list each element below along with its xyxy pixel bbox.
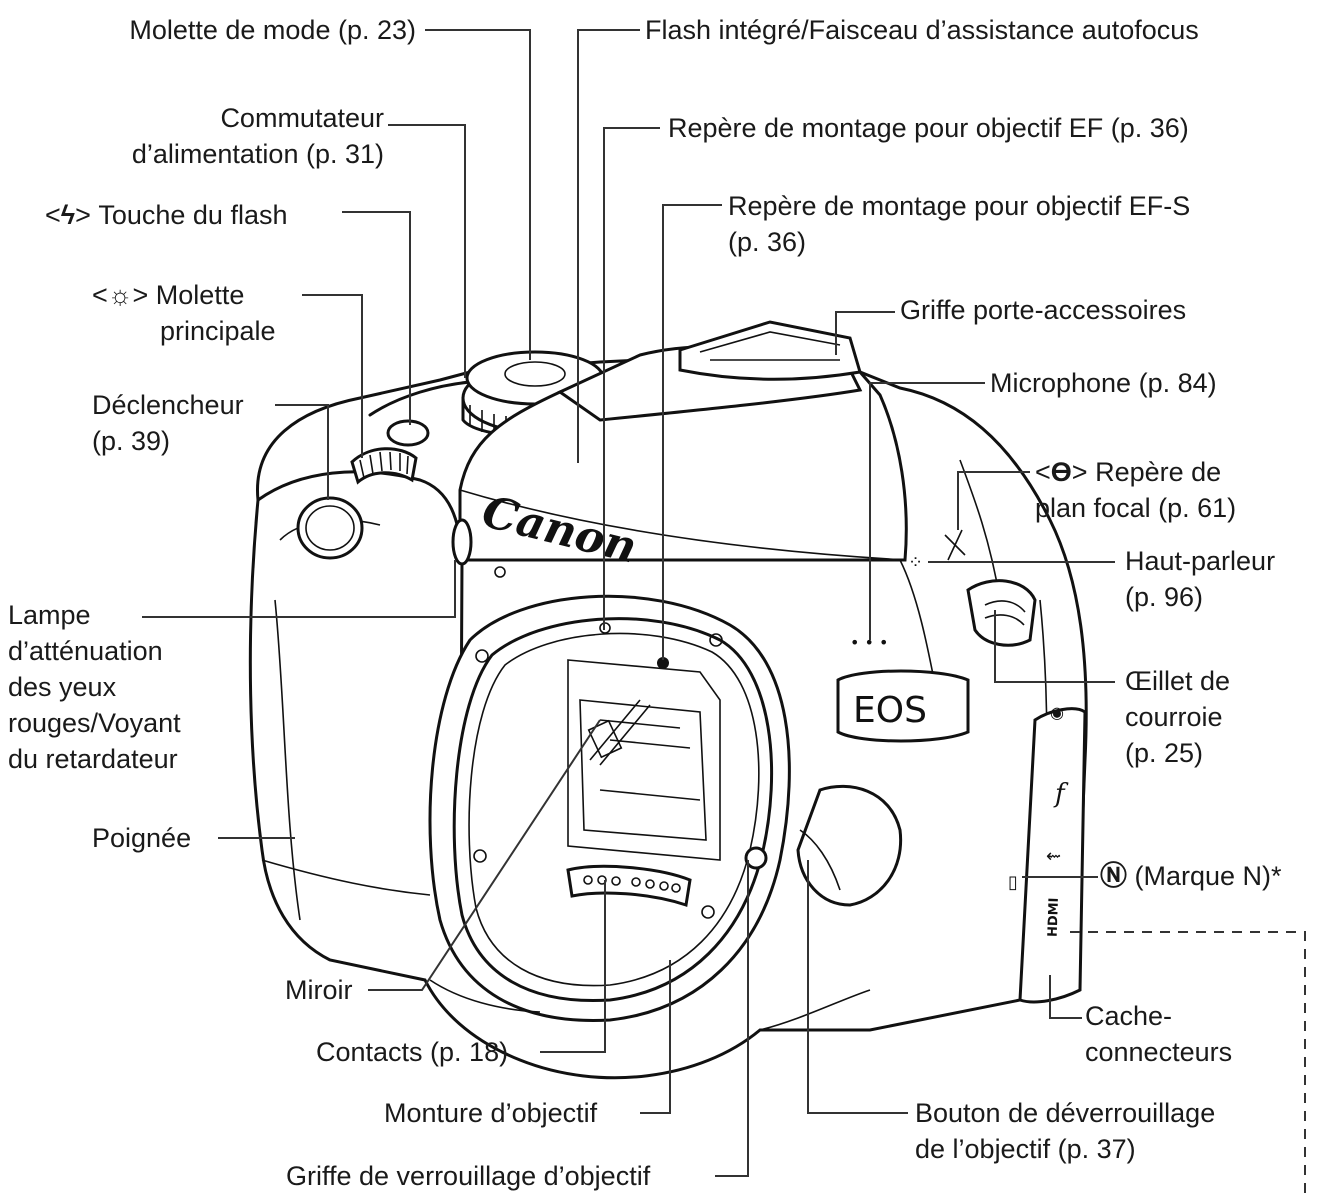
eos-badge-drawing: EOS [836,669,970,743]
label-lamp-4: rouges/Voyant [8,708,181,738]
leader-lines [142,29,1306,1201]
main-dial-drawing [350,447,418,485]
label-release-1: Bouton de déverrouillage [915,1098,1216,1128]
label-strap-1: Œillet de [1125,666,1231,696]
label-contacts: Contacts (p. 18) [316,1037,509,1067]
label-microphone: Microphone (p. 84) [990,368,1217,398]
lightning-icon: ϟ [60,200,76,230]
label-speaker-2: (p. 96) [1125,582,1204,612]
focal-mark-drawing [944,529,966,561]
n-mark-icon: Ⓝ [1100,861,1127,891]
nfc-mark-drawing: ▯ [1008,872,1018,893]
label-speaker-1: Haut-parleur [1125,546,1276,576]
label-lens-mount: Monture d’objectif [384,1098,598,1128]
label-efs-mount-1: Repère de montage pour objectif EF-S [728,191,1191,221]
label-lamp-3: des yeux [8,672,117,702]
red-eye-lamp-drawing [451,518,473,566]
camera-body: Canon ⁘ • • • EOS f ⇜ HDMI ◉ ▯ [248,320,1088,1080]
hdmi-port-text: HDMI [1046,897,1062,937]
label-grip: Poignée [92,823,192,853]
label-power-switch-1: Commutateur [220,103,384,133]
label-focal-plane-1: <ϴ> Repère de [1035,457,1222,487]
label-lamp-5: du retardateur [8,744,178,774]
microphone-holes-drawing: • • • [850,633,888,652]
focal-plane-mark-icon: ϴ [1050,457,1072,487]
label-lamp-1: Lampe [8,600,91,630]
label-power-switch-2: d’alimentation (p. 31) [131,139,384,169]
flash-button-drawing [386,419,430,447]
lock-pin-drawing [744,846,768,870]
label-lamp-2: d’atténuation [8,636,163,666]
dial-icon: ☼ [107,280,133,310]
label-shutter-2: (p. 39) [92,426,171,456]
svg-text:⇜: ⇜ [1046,846,1061,867]
label-strap-2: courroie [1125,702,1223,732]
label-main-dial-2: principale [160,316,276,346]
label-flash-button: <ϟ> Touche du flash [45,200,288,230]
label-ef-mount: Repère de montage pour objectif EF (p. 3… [668,113,1189,143]
label-efs-mount-2: (p. 36) [728,227,807,257]
label-flash: Flash intégré/Faisceau d’assistance auto… [645,15,1199,45]
label-focal-plane-2: plan focal (p. 61) [1035,493,1237,523]
svg-text:◉: ◉ [1050,705,1064,722]
hot-shoe-drawing [678,320,862,381]
lens-release-drawing [796,784,903,907]
speaker-holes-drawing: ⁘ [908,552,923,573]
mirror-drawing [567,659,721,861]
dashed-callout-line [1070,931,1306,1201]
lens-mount-drawing [428,566,791,1022]
contacts-drawing [566,864,692,907]
label-n-mark: Ⓝ (Marque N)* [1100,861,1282,891]
shutter-button-drawing [296,496,364,560]
label-shutter-1: Déclencheur [92,390,244,420]
strap-eyelet-drawing [966,579,1037,647]
label-hot-shoe: Griffe porte-accessoires [900,295,1187,325]
label-strap-3: (p. 25) [1125,738,1204,768]
eos-model-text: EOS [853,690,927,731]
label-mirror: Miroir [285,975,353,1005]
connector-cover-drawing: f ⇜ HDMI ◉ [1018,705,1087,1004]
label-lock-pin: Griffe de verrouillage d’objectif [286,1161,651,1191]
label-main-dial-1: <☼> Molette [92,280,245,310]
label-cover-2: connecteurs [1085,1037,1233,1067]
label-cover-1: Cache- [1085,1001,1173,1031]
label-release-2: de l’objectif (p. 37) [915,1134,1136,1164]
label-mode-dial: Molette de mode (p. 23) [129,15,416,45]
